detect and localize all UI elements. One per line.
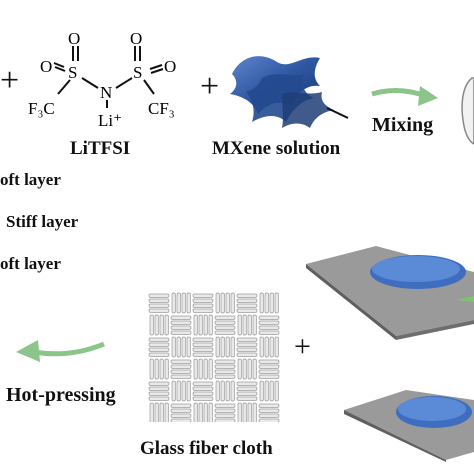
litfsi-structure: O O S S O O N F₃C CF₃ Li⁺ [28, 29, 176, 130]
vessel-edge-icon [461, 77, 474, 145]
sulfur-left: S [68, 63, 77, 82]
oxygen-top-left: O [68, 29, 80, 48]
coated-plate-top [306, 246, 474, 340]
hot-pressing-arrow-icon [16, 340, 105, 362]
mxene-flake-icon [230, 56, 349, 128]
plus-sign-1: + [0, 62, 20, 99]
hot-pressing-label: Hot-pressing [6, 384, 116, 406]
glass-fiber-cloth-label: Glass fiber cloth [140, 438, 273, 459]
nitrogen: N [100, 83, 112, 102]
mixing-arrow-icon [371, 86, 438, 106]
glass-fiber-cloth-icon [148, 292, 280, 422]
f3c-group: F₃C [28, 99, 55, 118]
cf3-group: CF₃ [148, 99, 175, 118]
stiff-layer-label: Stiff layer [6, 212, 79, 231]
plus-sign-2: + [200, 68, 220, 105]
lithium-ion: Li⁺ [98, 111, 122, 130]
oxygen-top-right: O [130, 29, 142, 48]
plus-sign-3: + [294, 330, 311, 363]
mixing-label: Mixing [372, 114, 434, 136]
oxygen-mid-right: O [164, 57, 176, 76]
oxygen-mid-left: O [40, 57, 52, 76]
mxene-solution-label: MXene solution [212, 138, 341, 159]
coated-plate-bottom [344, 390, 474, 462]
soft-layer-label-1: oft layer [0, 170, 61, 189]
litfsi-label: LiTFSI [70, 138, 131, 159]
sulfur-right: S [133, 63, 142, 82]
soft-layer-label-2: oft layer [0, 254, 61, 273]
